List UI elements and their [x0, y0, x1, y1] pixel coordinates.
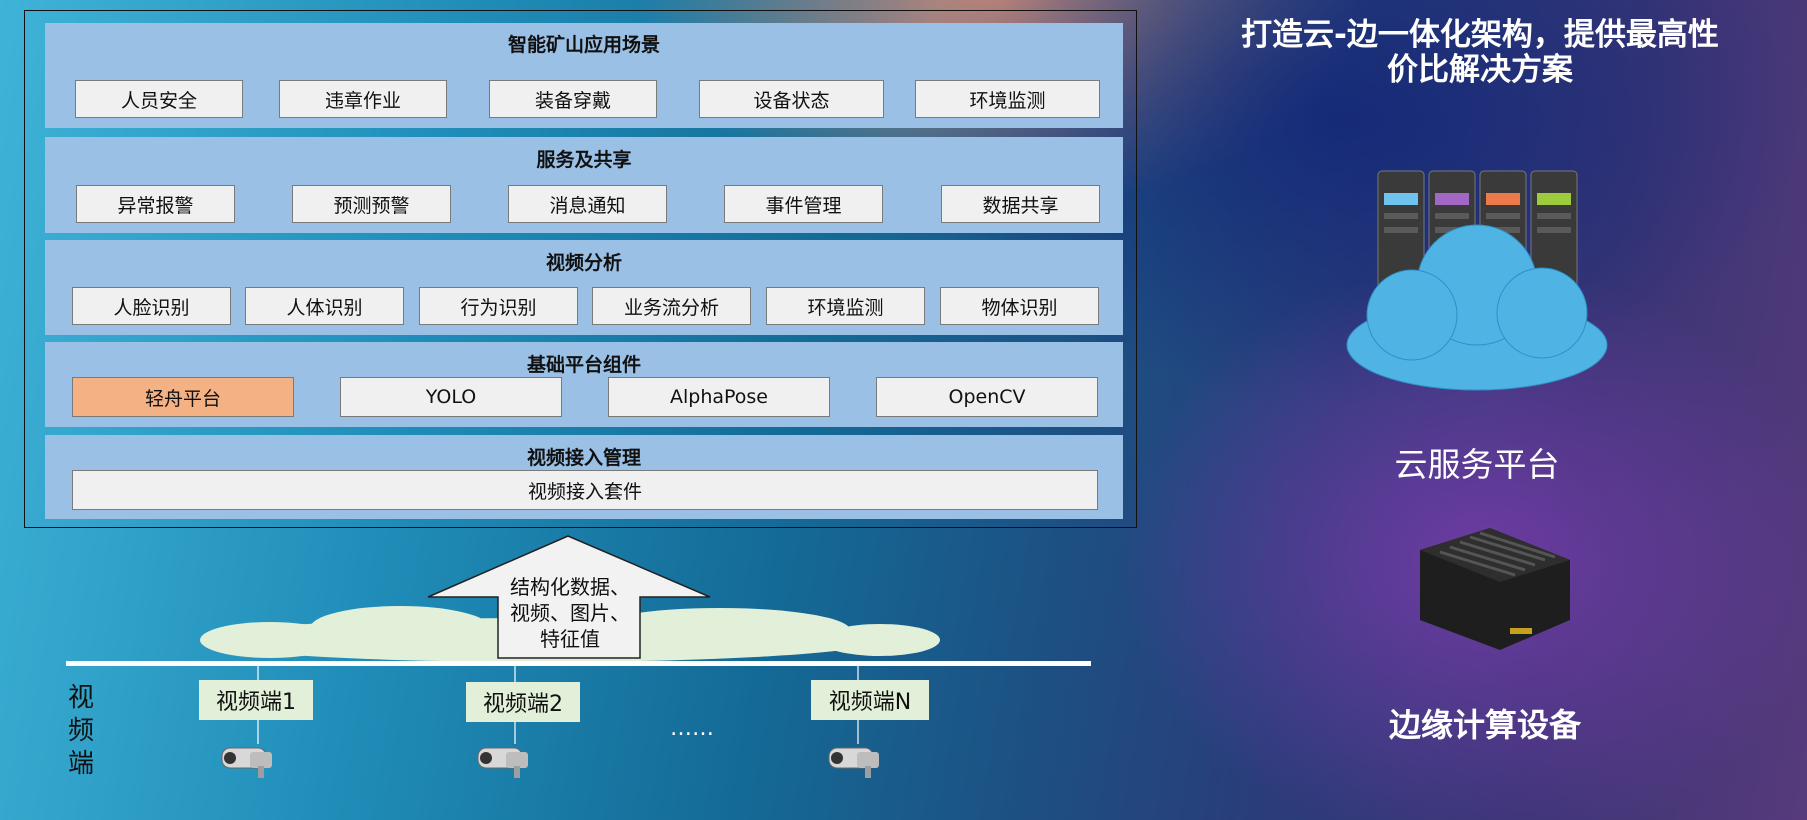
platform-box-yolo: YOLO [340, 377, 562, 417]
analysis-box-environment: 环境监测 [766, 287, 925, 325]
side-label-char: 视 [67, 683, 94, 713]
analysis-box-object: 物体识别 [940, 287, 1099, 325]
cloud-server-graphic [1346, 170, 1608, 391]
analysis-box-body: 人体识别 [245, 287, 404, 325]
arrow-label-line: 视频、图片、 [510, 601, 630, 625]
analysis-box-workflow: 业务流分析 [592, 287, 751, 325]
analysis-box-face: 人脸识别 [72, 287, 231, 325]
endpoint-label-n: 视频端N [811, 680, 929, 720]
layer-title: 服务及共享 [536, 149, 632, 171]
headline-line: 价比解决方案 [1387, 52, 1573, 88]
side-label-char: 频 [67, 716, 94, 746]
camera-icon [221, 747, 272, 778]
scene-box-personnel-safety: 人员安全 [75, 80, 243, 118]
camera-icon [828, 747, 879, 778]
endpoint-ellipsis: …… [670, 716, 714, 741]
service-box-event-mgmt: 事件管理 [724, 185, 883, 223]
arrow-label-line: 结构化数据、 [510, 575, 630, 599]
edge-device-icon [1420, 528, 1570, 650]
analysis-box-behavior: 行为识别 [419, 287, 578, 325]
platform-box-qingzhou: 轻舟平台 [72, 377, 294, 417]
side-label-char: 端 [67, 749, 94, 779]
cloud-platform-label: 云服务平台 [1394, 445, 1560, 484]
scene-box-equipment-wear: 装备穿戴 [489, 80, 657, 118]
layer-platform-components: 基础平台组件 轻舟平台 YOLO AlphaPose OpenCV [45, 342, 1123, 427]
service-box-alarm: 异常报警 [76, 185, 235, 223]
platform-box-alphapose: AlphaPose [608, 377, 830, 417]
layer-title: 智能矿山应用场景 [507, 34, 660, 56]
headline-line: 打造云-边一体化架构，提供最高性 [1241, 17, 1719, 53]
service-box-data-share: 数据共享 [941, 185, 1100, 223]
service-box-forecast: 预测预警 [292, 185, 451, 223]
cloud-icon [1346, 224, 1608, 391]
scene-box-device-status: 设备状态 [699, 80, 884, 118]
endpoint-label-2: 视频端2 [466, 682, 580, 722]
layer-title: 视频接入管理 [526, 447, 641, 469]
layer-video-analysis: 视频分析 人脸识别 人体识别 行为识别 业务流分析 环境监测 物体识别 [45, 240, 1123, 335]
edge-device-graphic [1420, 528, 1570, 650]
scene-box-environment: 环境监测 [915, 80, 1100, 118]
edge-device-label: 边缘计算设备 [1388, 706, 1581, 744]
layer-video-access: 视频接入管理 视频接入套件 [45, 435, 1123, 519]
camera-icon [477, 747, 528, 778]
layer-services: 服务及共享 异常报警 预测预警 消息通知 事件管理 数据共享 [45, 137, 1123, 233]
layer-title: 视频分析 [545, 252, 622, 274]
access-box-kit: 视频接入套件 [72, 470, 1098, 510]
layer-application-scenes: 智能矿山应用场景 人员安全 违章作业 装备穿戴 设备状态 环境监测 [45, 23, 1123, 128]
architecture-frame [24, 10, 1137, 528]
headline: 打造云-边一体化架构，提供最高性 价比解决方案 [1220, 18, 1740, 88]
platform-box-opencv: OpenCV [876, 377, 1098, 417]
arrow-label-line: 特征值 [540, 627, 600, 651]
arrow-label: 结构化数据、 视频、图片、 特征值 [490, 574, 650, 652]
video-endpoint-side-label: 视 频 端 [66, 682, 96, 781]
network-line [66, 661, 1091, 666]
scene-box-violation: 违章作业 [279, 80, 447, 118]
layer-title: 基础平台组件 [526, 354, 641, 376]
endpoint-label-1: 视频端1 [199, 680, 313, 720]
service-box-notification: 消息通知 [508, 185, 667, 223]
